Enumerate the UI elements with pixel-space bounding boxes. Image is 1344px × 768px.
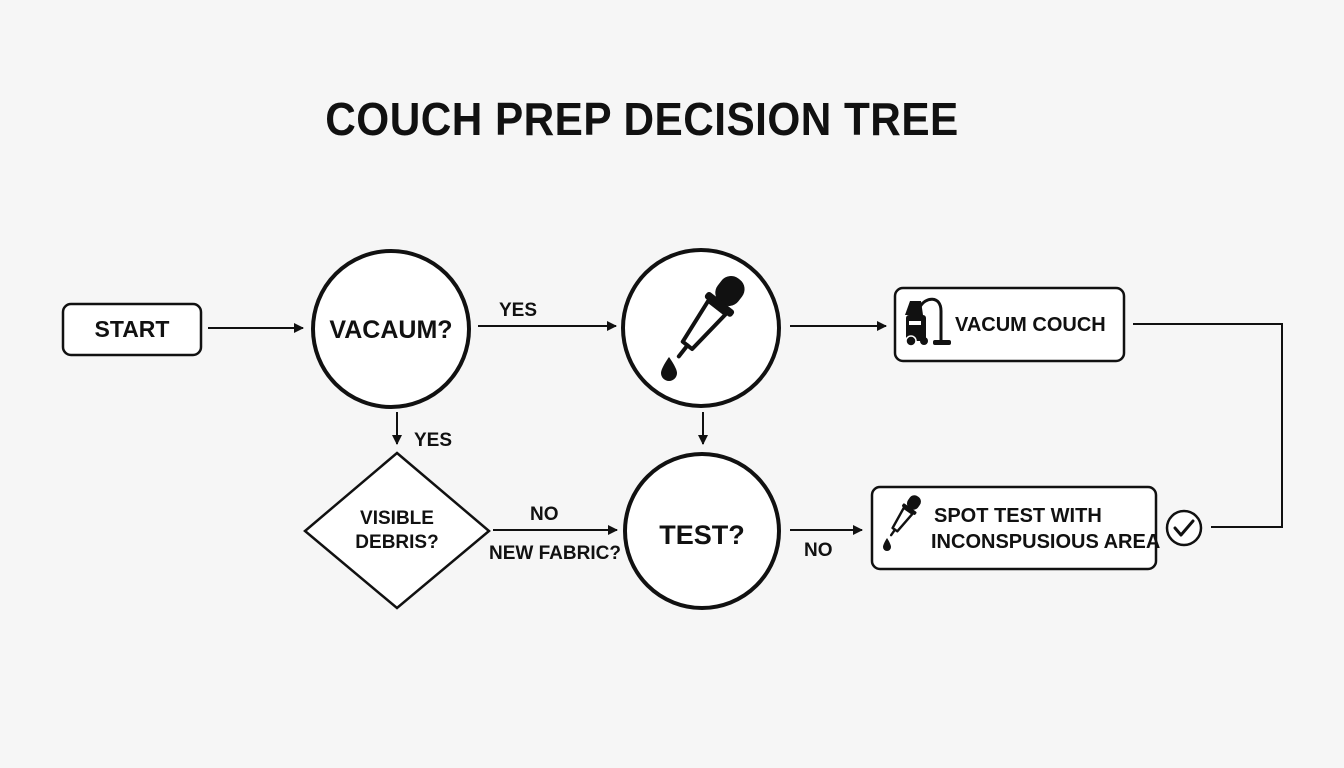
diagram-title: COUCH PREP DECISION TREE (325, 93, 959, 145)
drop-icon (883, 538, 891, 551)
dropper-icon (676, 275, 745, 359)
start-node-label: START (94, 316, 170, 342)
dropper-icon (889, 495, 921, 537)
spot-test-label-line2: INCONSPUSIOUS AREA (931, 531, 1161, 553)
check-circle-icon (1165, 509, 1203, 547)
spot-test-label-line1: SPOT TEST WITH (934, 505, 1102, 527)
start-node-shape (61, 302, 203, 357)
vacuum-cleaner-icon (905, 297, 951, 347)
edge-label-no-right: NO (804, 540, 833, 561)
spot-test-box-shape (870, 485, 1158, 571)
vacuum-question-label: VACAUM? (329, 315, 453, 344)
edge-label-no-top: NO (530, 504, 559, 525)
test-question-label: TEST? (659, 519, 745, 550)
vacuum-couch-label: VACUM COUCH (955, 314, 1106, 336)
test-question-shape (623, 452, 781, 610)
vacuum-couch-box-shape (893, 286, 1126, 363)
visible-debris-label: VISIBLE DEBRIS? (355, 508, 439, 553)
edge-label-new-fabric: NEW FABRIC? (489, 543, 621, 564)
vacuum-question-shape (311, 249, 471, 409)
edge-label-yes-right: YES (499, 300, 538, 321)
drop-icon (661, 357, 677, 381)
edge-vacuum-couch-to-check (1133, 323, 1283, 528)
edge-label-yes-down: YES (414, 430, 453, 451)
visible-debris-shape (303, 451, 491, 610)
